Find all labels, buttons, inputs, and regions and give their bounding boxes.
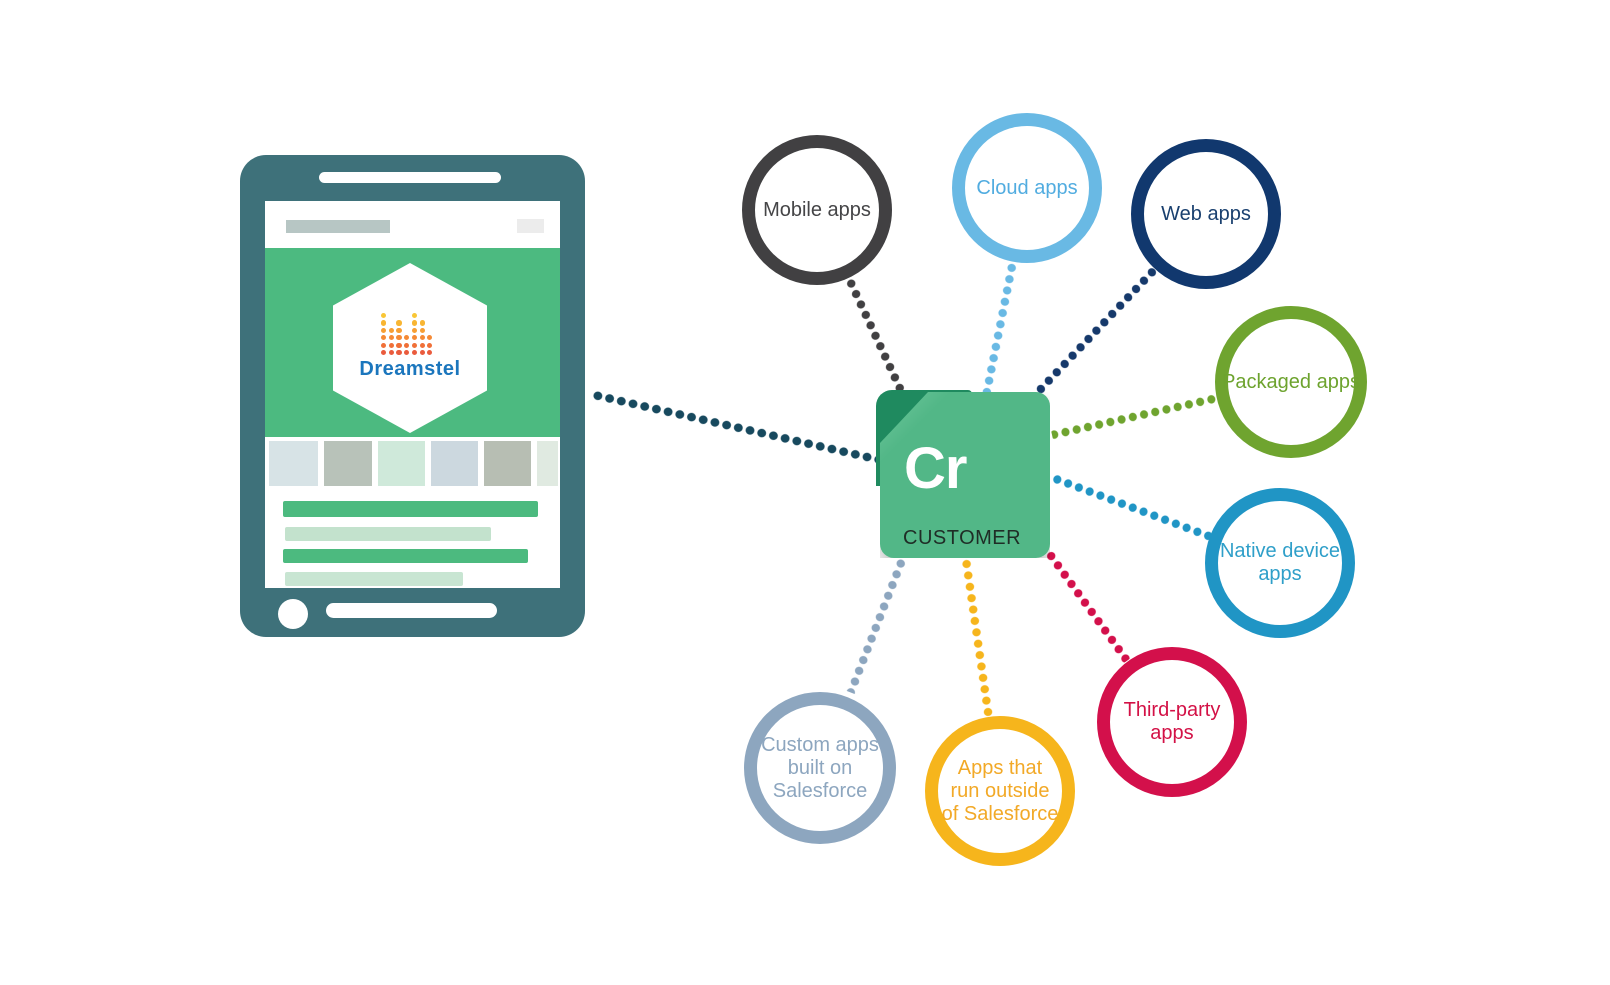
logo-dot xyxy=(381,350,387,356)
logo-dot xyxy=(419,327,425,333)
tablet-speaker-bar xyxy=(319,172,501,183)
logo-dot xyxy=(427,342,433,348)
logo-dot xyxy=(411,350,417,356)
element-symbol: Cr xyxy=(904,436,967,501)
logo-dot xyxy=(419,350,425,356)
app-node-cloud-apps: Cloud apps xyxy=(952,113,1102,263)
logo-dot xyxy=(381,320,387,326)
app-node-label-packaged-apps: Packaged apps xyxy=(1222,370,1360,393)
app-node-packaged-apps: Packaged apps xyxy=(1215,306,1367,458)
connector-custom-apps-salesforce xyxy=(846,556,908,694)
thumbnail-tiles-row xyxy=(269,441,560,486)
connector-apps-outside-salesforce xyxy=(961,557,994,718)
app-node-mobile-apps: Mobile apps xyxy=(742,135,892,285)
logo-dot xyxy=(396,327,402,333)
logo-dot xyxy=(411,320,417,326)
app-node-label-mobile-apps: Mobile apps xyxy=(763,198,871,221)
tablet-screen: Dreamstel xyxy=(265,201,560,588)
dreamstel-logo-text: Dreamstel xyxy=(359,358,461,380)
text-placeholder-bar xyxy=(283,501,538,517)
screen-header xyxy=(265,201,560,248)
tablet-bottom-bar xyxy=(326,603,497,618)
connector-third-party-apps xyxy=(1044,548,1131,663)
thumbnail-tile xyxy=(484,441,531,486)
tablet-home-button xyxy=(278,599,308,629)
thumbnail-tile xyxy=(537,441,558,486)
logo-dot xyxy=(381,327,387,333)
logo-dot xyxy=(396,335,402,341)
logo-dot xyxy=(427,335,433,341)
thumbnail-tile xyxy=(431,441,478,486)
header-placeholder-bar xyxy=(286,220,390,233)
logo-dot xyxy=(419,335,425,341)
logo-dot xyxy=(427,350,433,356)
connector-packaged-apps xyxy=(1051,393,1218,440)
logo-dot xyxy=(396,350,402,356)
logo-dot xyxy=(404,335,410,341)
element-label: CUSTOMER xyxy=(903,527,1022,549)
connector-mobile-apps xyxy=(845,276,906,394)
app-node-label-cloud-apps: Cloud apps xyxy=(976,176,1078,199)
logo-dot xyxy=(411,342,417,348)
connector-tablet xyxy=(590,390,880,465)
screen-banner: Dreamstel xyxy=(265,248,560,437)
app-node-label-web-apps: Web apps xyxy=(1161,202,1251,225)
text-placeholder-bar xyxy=(285,527,491,541)
header-placeholder-box xyxy=(517,219,544,233)
logo-dot xyxy=(388,335,394,341)
dreamstel-hexagon: Dreamstel xyxy=(333,263,487,433)
logo-dot xyxy=(411,335,417,341)
connector-cloud-apps xyxy=(982,261,1018,393)
logo-dot xyxy=(388,342,394,348)
app-node-web-apps: Web apps xyxy=(1131,139,1281,289)
logo-dot xyxy=(381,335,387,341)
logo-dot xyxy=(419,320,425,326)
logo-dot xyxy=(396,342,402,348)
text-placeholder-bar xyxy=(285,572,463,586)
logo-dot xyxy=(411,327,417,333)
logo-dot xyxy=(404,350,410,356)
logo-dot xyxy=(388,350,394,356)
customer-element-card: Cr CUSTOMER xyxy=(876,390,1050,558)
dreamstel-logo-dots-icon xyxy=(381,313,435,358)
logo-dot xyxy=(396,320,402,326)
thumbnail-tile xyxy=(324,441,372,486)
logo-dot xyxy=(411,313,417,319)
logo-dot xyxy=(381,342,387,348)
text-placeholder-bar xyxy=(283,549,528,563)
logo-dot xyxy=(404,342,410,348)
thumbnail-tile xyxy=(378,441,425,486)
card-front: Cr CUSTOMER xyxy=(880,392,1050,558)
logo-dot xyxy=(381,313,387,319)
logo-dot xyxy=(388,327,394,333)
logo-dot xyxy=(419,342,425,348)
connector-native-device-apps xyxy=(1050,472,1212,541)
tablet-illustration: Dreamstel xyxy=(240,155,585,637)
thumbnail-tile xyxy=(269,441,318,486)
connector-web-apps xyxy=(1034,265,1160,395)
